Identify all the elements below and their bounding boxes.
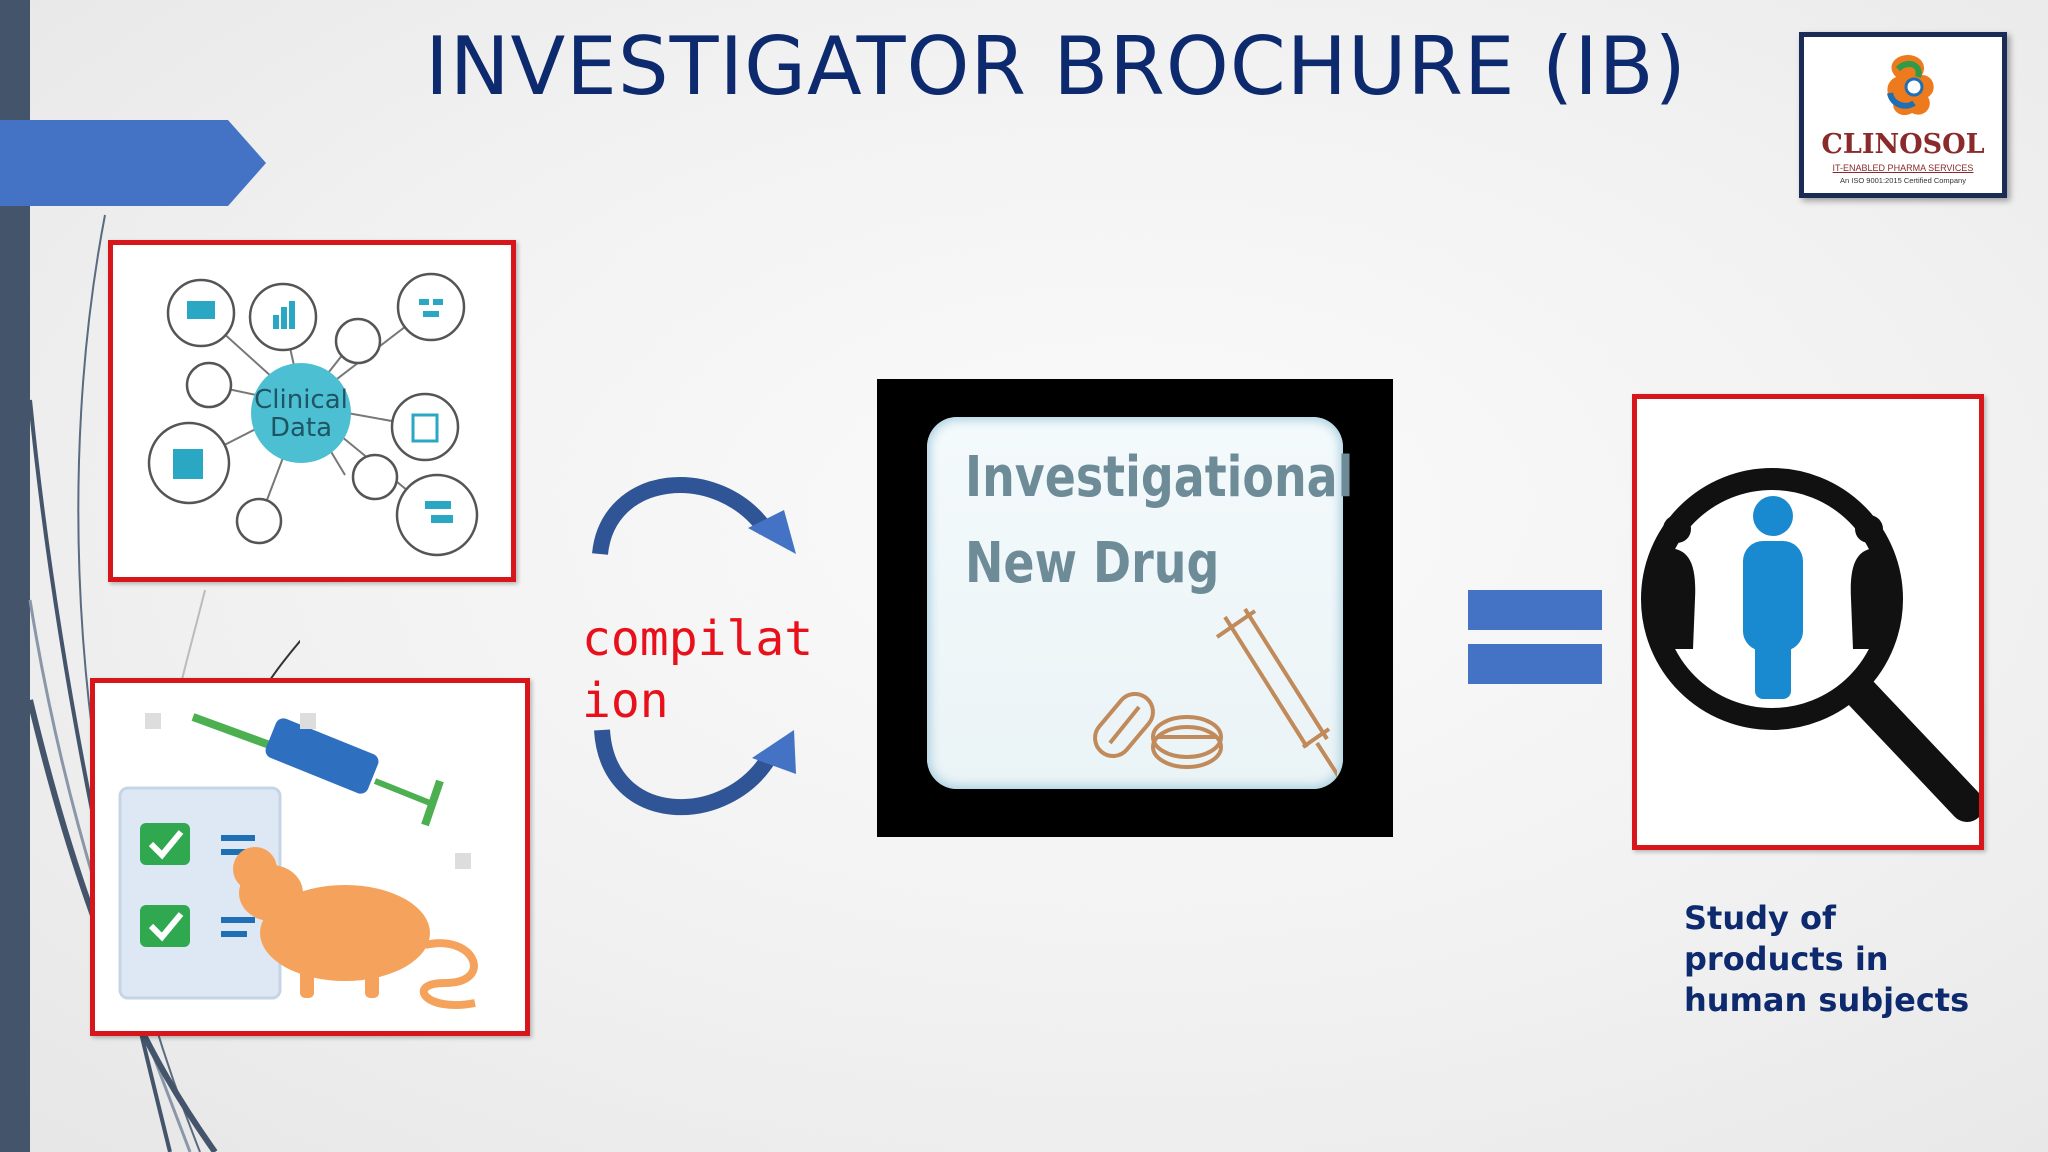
human-study-panel	[1632, 394, 1984, 850]
checkbox-1-icon	[140, 823, 190, 865]
ind-title-line2: New Drug	[965, 531, 1220, 596]
clinical-label-line2: Data	[270, 413, 332, 443]
pill-syringe-icon	[1093, 607, 1337, 778]
logo-tagline: IT-ENABLED PHARMA SERVICES	[1832, 163, 1974, 173]
checkbox-2-icon	[140, 905, 190, 947]
clinical-label-line1: Clinical	[254, 385, 348, 415]
equals-bottom-bar	[1468, 644, 1602, 684]
ind-card: Investigational New Drug	[927, 417, 1353, 789]
ind-panel: Investigational New Drug	[877, 379, 1393, 837]
study-caption: Study of products in human subjects	[1684, 899, 1970, 1019]
logo-emblem-icon	[1887, 55, 1934, 116]
ind-title-line1: Investigational	[965, 445, 1354, 510]
equals-top-bar	[1468, 590, 1602, 630]
clinical-data-panel: Clinical Data	[108, 240, 516, 582]
blue-arrow-banner	[0, 120, 266, 206]
compilation-label: compilation	[582, 611, 814, 729]
slide-title: INVESTIGATOR BROCHURE (IB)	[425, 20, 1687, 113]
curved-arrow-bottom-icon	[594, 729, 796, 816]
clinical-data-network-icon: Clinical Data	[147, 272, 479, 557]
syringe-icon	[191, 713, 444, 827]
preclinical-illustration	[118, 713, 478, 1009]
clinosol-logo: CLINOSOL IT-ENABLED PHARMA SERVICES An I…	[1799, 32, 2007, 198]
preclinical-panel	[90, 678, 530, 1036]
logo-certification: An ISO 9001:2015 Certified Company	[1840, 176, 1966, 185]
magnifier-people-icon	[1641, 468, 1984, 822]
mouse-icon	[233, 847, 478, 1009]
curved-arrow-top-icon	[592, 477, 796, 556]
logo-name: CLINOSOL	[1821, 129, 1985, 160]
